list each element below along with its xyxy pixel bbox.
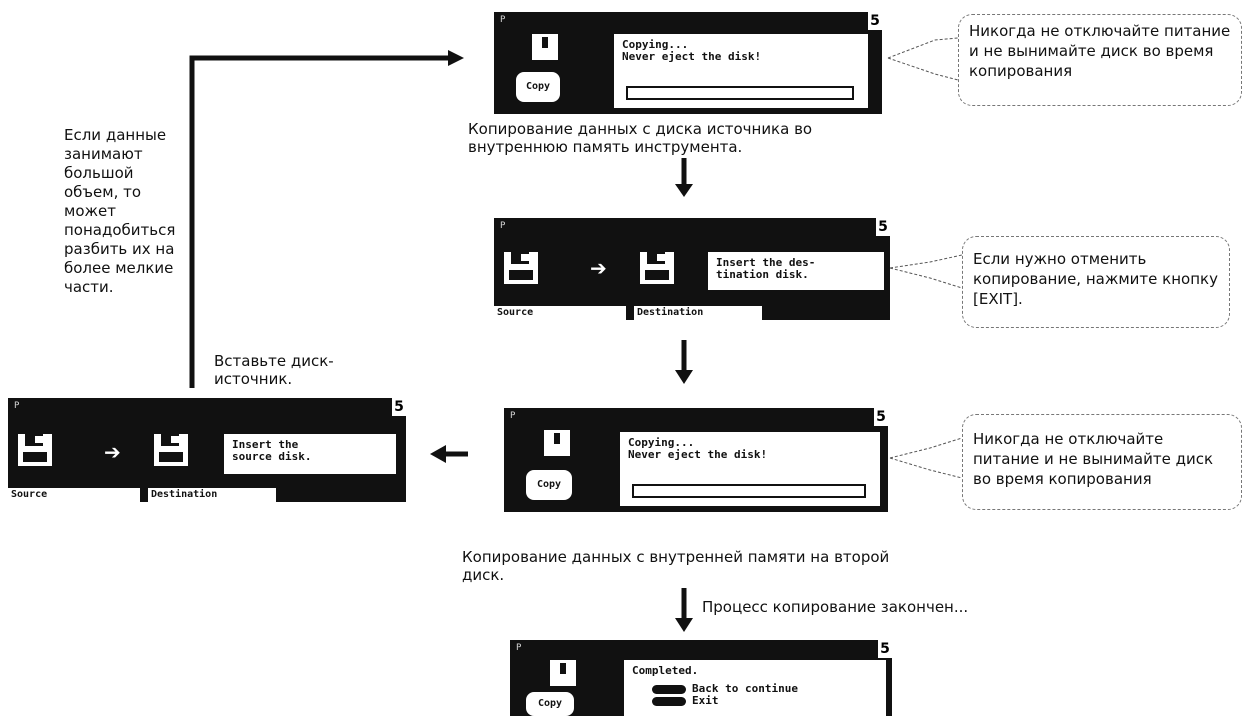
callout-never-power-off-2: Никогда не отключайте питание и не выним… [962, 414, 1242, 510]
lcd-screen-insert-source: P 5 ➔ Insert the source disk. Source Des… [8, 398, 406, 502]
message-box: Insert the des- tination disk. [708, 252, 884, 290]
caption-completed: Процесс копирование закончен... [702, 598, 969, 616]
disk-icon [532, 34, 558, 60]
source-label[interactable]: Source [8, 488, 140, 502]
message-box: Copying... Never eject the disk! [620, 432, 880, 506]
caption-copy-internal: Копирование данных с внутренней памяти н… [462, 548, 890, 584]
caption-insert-source: Вставьте диск-источник. [214, 352, 334, 388]
floppy-icon [154, 434, 188, 466]
page-number: 5 [868, 12, 882, 30]
arrow-right-icon: ➔ [590, 256, 607, 280]
lcd-header: P [500, 221, 506, 231]
page-number: 5 [876, 218, 890, 236]
copy-button[interactable]: Copy [516, 72, 560, 102]
lcd-screen-copy-source: P 5 Copy Copying... Never eject the disk… [494, 12, 882, 114]
page-number: 5 [878, 640, 892, 658]
lcd-header: P [510, 411, 516, 421]
disk-icon [544, 430, 570, 456]
message-box: Insert the source disk. [224, 434, 396, 474]
lcd-screen-insert-destination: P 5 ➔ Insert the des- tination disk. Sou… [494, 218, 890, 320]
callout-cancel-exit: Если нужно отменить копирование, нажмите… [962, 236, 1230, 328]
destination-label[interactable]: Destination [148, 488, 276, 502]
caption-copy-source: Копирование данных с диска источника во … [468, 120, 813, 156]
callout-never-power-off: Никогда не отключайте питание и не выним… [958, 14, 1242, 106]
lcd-screen-copy-destination: P 5 Copy Copying... Never eject the disk… [504, 408, 888, 512]
lcd-header: P [516, 643, 522, 653]
source-label[interactable]: Source [494, 306, 626, 320]
floppy-icon [18, 434, 52, 466]
exit-button[interactable] [652, 696, 686, 706]
progress-bar [632, 484, 866, 498]
message-box: Completed. Back to continue Exit [624, 660, 886, 716]
lcd-header: P [500, 15, 506, 25]
note-large-data: Если данные занимают большой объем, то м… [64, 126, 176, 296]
page-number: 5 [874, 408, 888, 426]
page-number: 5 [392, 398, 406, 416]
copying-text: Copying... [622, 38, 689, 51]
message-box: Copying... Never eject the disk! [614, 34, 868, 108]
destination-label[interactable]: Destination [634, 306, 762, 320]
disk-icon [550, 660, 576, 686]
arrow-right-icon: ➔ [104, 440, 121, 464]
copy-button[interactable]: Copy [526, 470, 572, 500]
lcd-screen-completed: P 5 Copy Completed. Back to continue Exi… [510, 640, 892, 716]
continue-button[interactable] [652, 684, 686, 694]
copy-button[interactable]: Copy [526, 692, 574, 716]
floppy-icon [640, 252, 674, 284]
never-eject-text: Never eject the disk! [622, 50, 762, 63]
lcd-header: P [14, 401, 20, 411]
floppy-icon [504, 252, 538, 284]
progress-bar [626, 86, 854, 100]
